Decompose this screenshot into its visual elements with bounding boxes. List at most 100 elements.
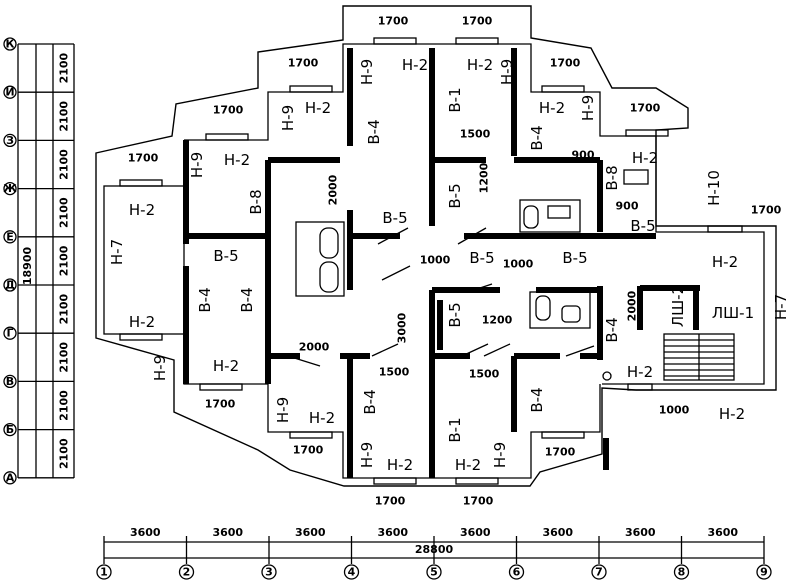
row-axis-marker xyxy=(3,181,17,196)
row-axis-label: 2100 xyxy=(58,149,71,180)
dimension-label: 1200 xyxy=(482,314,513,327)
room-label: Н-2 xyxy=(224,151,250,169)
room-label: В-4 xyxy=(528,125,546,150)
row-axis-label: 2100 xyxy=(58,197,71,228)
room-label: Н-2 xyxy=(129,313,155,331)
column-axis-marker xyxy=(343,564,360,580)
dimension-label: 1000 xyxy=(503,258,534,271)
staircase xyxy=(663,333,735,381)
room-label: Н-9 xyxy=(151,355,169,381)
row-axis-mark: К xyxy=(6,38,15,51)
row-axes: К2100И2100З2100Ж2100Е2100Д2100Г2100В2100… xyxy=(3,37,74,485)
column-axis-mark: 3 xyxy=(265,566,273,579)
dimension-label: 1700 xyxy=(545,446,576,459)
room-label: В-4 xyxy=(196,287,214,312)
row-axis-label: 2100 xyxy=(58,52,71,83)
row-axis-mark: И xyxy=(5,86,14,99)
row-axis-label: 2100 xyxy=(58,342,71,373)
dimension-label: 1700 xyxy=(550,57,581,70)
row-total-label: 18900 xyxy=(21,247,34,286)
row-axis-marker xyxy=(3,471,17,485)
room-label: В-4 xyxy=(603,317,621,342)
column-axis-marker xyxy=(756,564,772,580)
row-axis-label: 2100 xyxy=(58,390,71,421)
column-axis-mark: 1 xyxy=(100,566,108,579)
room-label: В-4 xyxy=(361,389,379,414)
room-label: В-5 xyxy=(213,247,238,265)
room-label: В-4 xyxy=(238,287,256,312)
row-axis-label: 2100 xyxy=(58,101,71,132)
room-label: Н-9 xyxy=(279,105,297,131)
column-axis-label: 3600 xyxy=(295,526,326,539)
column-axis-label: 3600 xyxy=(377,526,408,539)
row-axis-label: 2100 xyxy=(58,245,71,276)
dimension-label: 1000 xyxy=(659,404,690,417)
column-axis-mark: 8 xyxy=(678,566,686,579)
dimension-label: 1700 xyxy=(128,152,159,165)
column-axis-mark: 4 xyxy=(348,566,356,579)
room-label: Н-9 xyxy=(358,442,376,468)
room-label: В-5 xyxy=(469,249,494,267)
room-label: Н-9 xyxy=(498,59,516,85)
column-axis-mark: 2 xyxy=(183,566,191,579)
dimension-label: 1500 xyxy=(469,368,500,381)
door-swings xyxy=(287,227,595,367)
row-axis-marker xyxy=(3,278,17,292)
dimension-label: 1700 xyxy=(288,57,319,70)
row-axis-mark: Б xyxy=(6,423,14,436)
dimension-label: 1700 xyxy=(751,204,782,217)
room-label: Н-2 xyxy=(627,363,653,381)
column-axis-marker xyxy=(591,564,607,580)
room-label: В-5 xyxy=(382,209,407,227)
dimension-label: 900 xyxy=(572,149,595,162)
row-axis-mark: Е xyxy=(6,230,14,243)
room-label: Н-2 xyxy=(712,253,738,271)
column-axis-marker xyxy=(96,564,112,580)
column-axis-marker xyxy=(178,564,195,580)
room-label: В-4 xyxy=(528,387,546,412)
room-label: Н-10 xyxy=(705,170,723,206)
row-axis-mark: Ж xyxy=(3,182,17,195)
row-axis-marker xyxy=(3,422,17,437)
dimension-label: 1700 xyxy=(293,444,324,457)
row-axis-mark: Г xyxy=(6,327,13,340)
row-axis-marker xyxy=(3,37,17,51)
room-label: В-8 xyxy=(247,189,265,214)
column-axis-mark: 6 xyxy=(513,566,521,579)
room-label: ЛШ-1 xyxy=(712,304,754,322)
dimension-labels: 1700 1700 1700 1700 1700 1700 1500 900 1700 2000 1… xyxy=(128,15,782,508)
column-axis-label: 3600 xyxy=(212,526,243,539)
row-axis-marker xyxy=(3,85,17,99)
room-label: Н-2 xyxy=(305,99,331,117)
dimension-label: 1700 xyxy=(213,104,244,117)
dimension-label: 1700 xyxy=(462,15,493,28)
row-axis-mark: З xyxy=(6,134,14,147)
dimension-label: 3000 xyxy=(396,312,409,343)
column-axis-marker xyxy=(261,564,277,580)
column-axis-marker xyxy=(508,564,525,580)
dimension-label: 1700 xyxy=(630,102,661,115)
row-axis-marker xyxy=(3,230,17,244)
room-label: Н-2 xyxy=(402,56,428,74)
room-label: В-1 xyxy=(446,417,464,442)
dimension-label: 1200 xyxy=(478,162,491,193)
row-axis-mark: А xyxy=(6,471,15,484)
room-label: В-4 xyxy=(365,119,383,144)
room-label: Н-9 xyxy=(579,95,597,121)
dimension-label: 1500 xyxy=(379,366,410,379)
column-axis-label: 3600 xyxy=(625,526,656,539)
room-label: Н-2 xyxy=(129,201,155,219)
dimension-label: 1700 xyxy=(378,15,409,28)
column-axis-label: 3600 xyxy=(460,526,491,539)
room-label: Н-2 xyxy=(467,56,493,74)
column-axis-marker xyxy=(673,564,690,580)
dimension-label: 2000 xyxy=(299,341,330,354)
dimension-label: 900 xyxy=(616,200,639,213)
row-axis-grid: 18900 xyxy=(17,44,75,478)
windows xyxy=(119,37,743,485)
row-axis-label: 2100 xyxy=(58,438,71,469)
row-axis-label: 2100 xyxy=(58,293,71,324)
room-label: Н-7 xyxy=(108,239,126,265)
